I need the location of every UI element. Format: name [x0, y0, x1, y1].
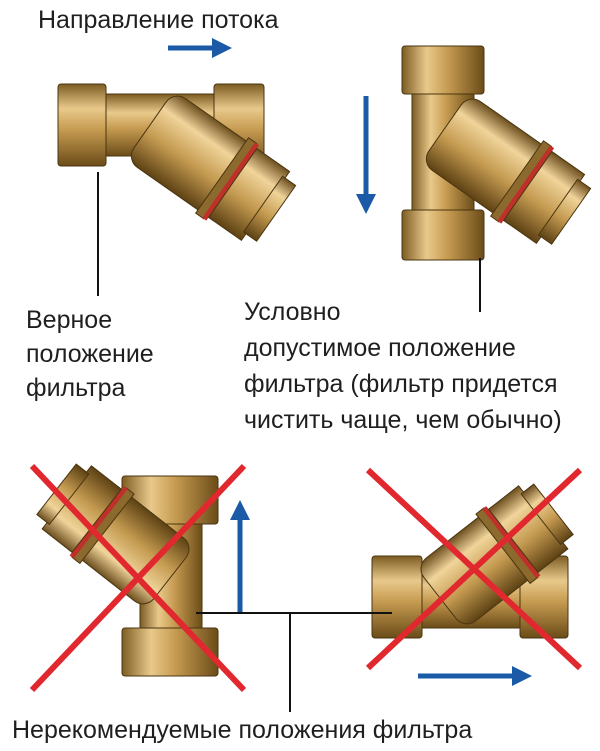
filter-correct-position: [57, 83, 297, 242]
filter-acceptable-position: [401, 45, 592, 261]
correct-label-line-2: положение: [26, 340, 154, 368]
cross-line: [29, 463, 247, 693]
flow-direction-label: Направление потока: [38, 6, 279, 34]
not-recommended-label: Нерекомендуемые положения фильтра: [12, 716, 472, 744]
filter-wrong-position-horizontal: [365, 467, 583, 671]
correct-label-line-1: Верное: [26, 306, 112, 334]
acceptable-label-line-3: фильтра (фильтр придется: [244, 370, 558, 398]
acceptable-label-line-4: чистить чаще, чем обычно): [244, 406, 562, 434]
filter-wrong-position-vertical: [29, 463, 247, 693]
correct-label-line-3: фильтра: [26, 374, 126, 402]
cross-line: [365, 467, 583, 671]
acceptable-label-line-2: допустимое положение: [244, 334, 516, 362]
leader-not-recommended: [196, 612, 392, 712]
acceptable-label-line-1: Условно: [244, 298, 340, 326]
